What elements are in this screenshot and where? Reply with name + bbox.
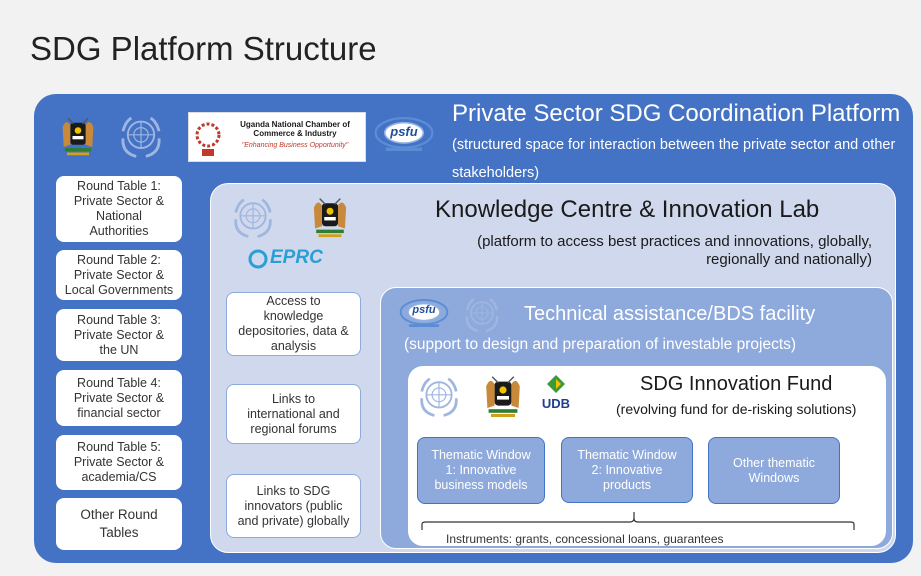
round-table-2: Round Table 2: Private Sector & Local Go… bbox=[56, 250, 182, 300]
page-title: SDG Platform Structure bbox=[30, 30, 377, 67]
thematic-window-2-label: Thematic Window 2: Innovative products bbox=[577, 447, 677, 492]
round-table-4: Round Table 4: Private Sector & financia… bbox=[56, 370, 182, 426]
platform-title-text: Private Sector SDG Coordination Platform bbox=[452, 100, 901, 127]
psfu-label: psfu bbox=[412, 304, 436, 316]
knowledge-box-depositories: Access to knowledge depositories, data &… bbox=[226, 292, 361, 356]
psfu-label: psfu bbox=[390, 124, 418, 139]
knowledge-box-innovators: Links to SDG innovators (public and priv… bbox=[226, 474, 361, 538]
thematic-window-other-label: Other thematic Windows bbox=[733, 455, 815, 485]
knowledge-box-forums-label: Links to international and regional foru… bbox=[247, 391, 340, 436]
instruments-label: Instruments: grants, concessional loans,… bbox=[446, 532, 724, 546]
un-emblem-icon bbox=[228, 194, 278, 240]
innovation-fund-subtitle: (revolving fund for de-risking solutions… bbox=[616, 401, 857, 417]
round-table-3: Round Table 3: Private Sector & the UN bbox=[56, 309, 182, 361]
round-table-4-label: Round Table 4: Private Sector & financia… bbox=[73, 375, 165, 420]
knowledge-box-depositories-label: Access to knowledge depositories, data &… bbox=[238, 294, 349, 353]
uganda-coat-of-arms-icon bbox=[304, 194, 356, 240]
thematic-window-1-label: Thematic Window 1: Innovative business m… bbox=[431, 448, 531, 492]
un-emblem-icon bbox=[414, 372, 464, 420]
instruments-brace bbox=[421, 512, 855, 530]
uncci-logo: Uganda National Chamber of Commerce & In… bbox=[188, 112, 366, 162]
un-emblem-icon bbox=[116, 110, 166, 162]
round-table-other: Other Round Tables bbox=[56, 498, 182, 550]
platform-title: Private Sector SDG Coordination Platform… bbox=[452, 100, 907, 184]
psfu-logo: psfu bbox=[396, 296, 452, 332]
knowledge-box-forums: Links to international and regional foru… bbox=[226, 384, 361, 444]
eprc-label: EPRC bbox=[270, 247, 323, 268]
uganda-coat-of-arms-icon bbox=[478, 372, 528, 420]
eprc-logo: EPRC bbox=[248, 247, 348, 271]
udb-logo: UDB bbox=[534, 374, 578, 420]
technical-assistance-subtitle: (support to design and preparation of in… bbox=[404, 336, 797, 353]
psfu-logo: psfu bbox=[370, 112, 438, 160]
knowledge-box-innovators-label: Links to SDG innovators (public and priv… bbox=[237, 483, 350, 528]
uncci-name-line1: Uganda National Chamber of bbox=[240, 120, 350, 129]
uncci-emblem-icon bbox=[195, 122, 221, 156]
uncci-tagline: "Enhancing Business Opportunity" bbox=[241, 142, 349, 149]
round-table-other-label: Other Round Tables bbox=[80, 507, 158, 540]
round-table-5: Round Table 5: Private Sector & academia… bbox=[56, 435, 182, 490]
eprc-emblem-icon bbox=[248, 249, 268, 269]
round-table-2-label: Round Table 2: Private Sector & Local Go… bbox=[64, 252, 174, 297]
knowledge-centre-title: Knowledge Centre & Innovation Lab bbox=[435, 196, 820, 223]
round-table-1-label: Round Table 1: Private Sector & National… bbox=[73, 179, 165, 238]
round-table-3-label: Round Table 3: Private Sector & the UN bbox=[73, 312, 165, 357]
thematic-window-2: Thematic Window 2: Innovative products bbox=[561, 437, 693, 503]
round-table-5-label: Round Table 5: Private Sector & academia… bbox=[73, 440, 165, 484]
round-table-1: Round Table 1: Private Sector & National… bbox=[56, 176, 182, 242]
platform-subtitle: (structured space for interaction betwee… bbox=[452, 137, 896, 181]
un-emblem-icon bbox=[460, 294, 504, 334]
technical-assistance-title: Technical assistance/BDS facility bbox=[524, 303, 816, 325]
udb-label: UDB bbox=[541, 396, 571, 411]
thematic-window-1: Thematic Window 1: Innovative business m… bbox=[417, 437, 545, 504]
uganda-coat-of-arms-icon bbox=[56, 110, 100, 162]
uncci-name-line2: Commerce & Industry bbox=[253, 129, 337, 138]
udb-emblem-icon bbox=[547, 375, 565, 393]
knowledge-centre-subtitle: (platform to access best practices and i… bbox=[477, 233, 872, 268]
thematic-window-other: Other thematic Windows bbox=[708, 437, 840, 504]
innovation-fund-title: SDG Innovation Fund bbox=[640, 373, 833, 395]
